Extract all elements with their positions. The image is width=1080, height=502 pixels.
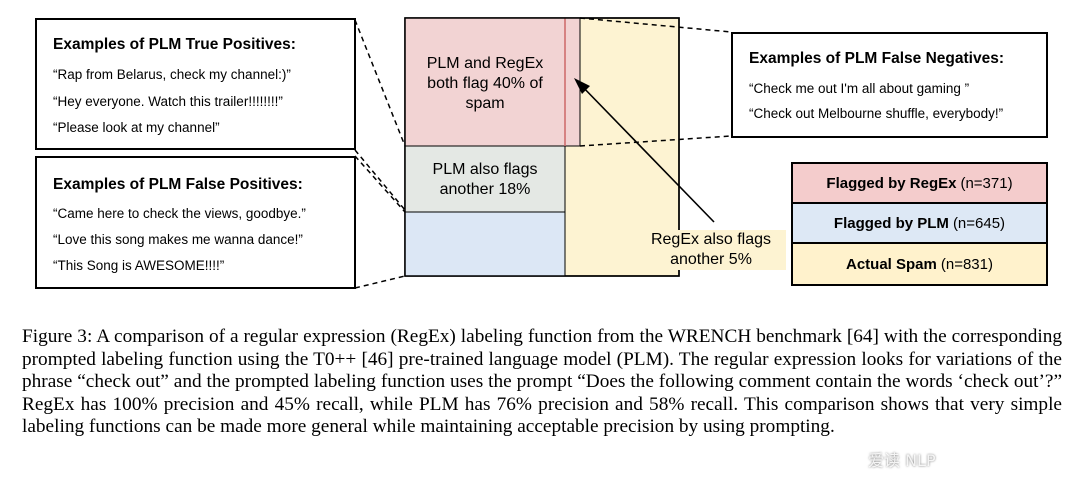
legend-plm-bold: Flagged by PLM	[833, 214, 949, 232]
region-overlap-line-3: spam	[465, 95, 505, 112]
connector-fn-top	[579, 17, 732, 33]
connector-tp-top	[354, 19, 406, 147]
true-positives-title: Examples of PLM True Positives:	[53, 36, 296, 53]
legend-plm-count: (n=645)	[952, 214, 1006, 232]
legend-spam-count: (n=831)	[940, 255, 993, 273]
plm-extra-region	[404, 145, 566, 213]
legend-spam-bold: Actual Spam	[846, 255, 937, 273]
region-plm-line-2: another 18%	[439, 181, 531, 198]
legend-regex-bold: Flagged by RegEx	[826, 174, 957, 192]
arrow-head	[574, 78, 590, 94]
false-negatives-box: Examples of PLM False Negatives: “Check …	[731, 32, 1048, 138]
false-negatives-title: Examples of PLM False Negatives:	[749, 50, 1004, 67]
true-positive-example: “Please look at my channel”	[53, 120, 220, 135]
false-positive-example: “This Song is AWESOME!!!!”	[53, 258, 225, 273]
connector-fp-top	[354, 155, 406, 213]
legend-plm: Flagged by PLM (n=645)	[791, 202, 1048, 244]
legend-regex-count: (n=371)	[960, 174, 1013, 192]
plm-false-positive-region	[404, 211, 566, 277]
false-positives-box: Examples of PLM False Positives: “Came h…	[35, 156, 356, 289]
spam-outline	[404, 17, 680, 277]
figure-caption: Figure 3: A comparison of a regular expr…	[22, 326, 1062, 438]
true-positive-example: “Hey everyone. Watch this trailer!!!!!!!…	[53, 94, 283, 109]
regex-note-arrow	[577, 81, 715, 223]
true-positive-example: “Rap from Belarus, check my channel:)”	[53, 67, 291, 82]
regex-note-line-2: another 5%	[670, 251, 752, 268]
legend-regex: Flagged by RegEx (n=371)	[791, 162, 1048, 204]
connector-tp-bottom	[354, 149, 406, 211]
connector-fp-bottom	[354, 275, 406, 289]
region-overlap-label: PLM and RegEx both flag 40% of spam	[405, 54, 565, 114]
region-plm-line-1: PLM also flags	[432, 161, 538, 178]
false-negative-example: “Check out Melbourne shuffle, everybody!…	[749, 106, 1004, 121]
region-overlap-line-1: PLM and RegEx	[426, 55, 544, 72]
legend-spam: Actual Spam (n=831)	[791, 242, 1048, 286]
connector-fn-bottom	[579, 135, 732, 147]
true-positives-box: Examples of PLM True Positives: “Rap fro…	[35, 18, 356, 150]
false-positive-example: “Love this song makes me wanna dance!”	[53, 232, 303, 247]
watermark: 爱读 NLP	[868, 451, 936, 470]
regex-note-line-1: RegEx also flags	[650, 231, 772, 248]
false-positives-title: Examples of PLM False Positives:	[53, 176, 303, 193]
false-negative-example: “Check me out I'm all about gaming ”	[749, 81, 970, 96]
region-overlap-line-2: both flag 40% of	[427, 75, 543, 92]
false-positive-example: “Came here to check the views, goodbye.”	[53, 206, 306, 221]
regex-note-label: RegEx also flags another 5%	[636, 230, 786, 270]
region-plm-extra-label: PLM also flags another 18%	[405, 160, 565, 200]
